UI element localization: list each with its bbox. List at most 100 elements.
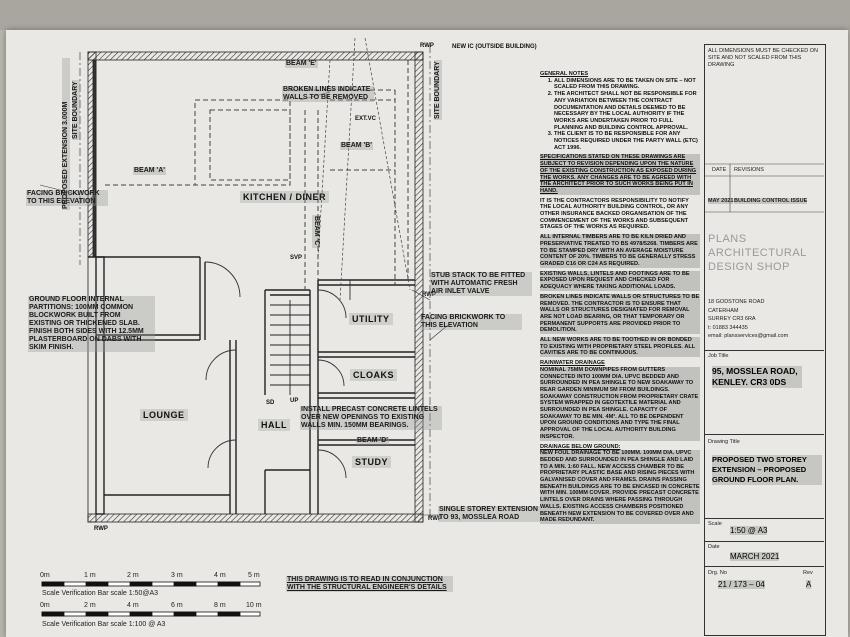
drg-label: Drg. No [708, 570, 727, 576]
beam-d-label: BEAM 'D' [356, 437, 389, 445]
internal-walls [88, 256, 415, 515]
room-kitchen-diner: KITCHEN / DINER [240, 191, 330, 203]
room-hall: HALL [258, 419, 290, 431]
address-line: CATERHAM [708, 307, 739, 314]
removed-walls [105, 60, 409, 290]
external-walls [87, 51, 424, 523]
drawing-sheet [6, 30, 848, 637]
stub-stack-note: STUB STACK TO BE FITTED WITH AUTOMATIC F… [430, 272, 532, 296]
job-title-label: Job Title [708, 353, 729, 359]
beam-c-label: BEAM 'C' [312, 215, 320, 248]
drainage-heading: DRAINAGE BELOW GROUND: [540, 443, 621, 450]
room-study: STUDY [352, 456, 392, 468]
scale-box [704, 518, 824, 519]
drainage-lines [317, 37, 411, 301]
title-block-lines [704, 163, 824, 213]
rainwater-note: NOMINAL 75mm DOWNPIPES FROM GUTTERS CONN… [540, 366, 700, 441]
date-value: MARCH 2021 [730, 552, 780, 561]
partitions-note: GROUND FLOOR INTERNAL PARTITIONS: 100mm … [28, 296, 155, 352]
scale2-tick: 0m [40, 602, 50, 609]
address-line: SURREY CR3 6RA [708, 316, 756, 322]
general-note-item: THE CLIENT IS TO BE RESPONSIBLE FOR ANY … [554, 131, 700, 151]
drawing-title-label: Drawing Title [708, 439, 740, 445]
door-swings [204, 261, 351, 479]
scale-bar-1 [41, 581, 261, 587]
dims-note: ALL DIMENSIONS MUST BE CHECKED ON SITE A… [708, 48, 819, 68]
firm-address: 18 GODSTONE ROAD CATERHAM SURREY CR3 6RA… [708, 298, 788, 341]
drawing-title-box [704, 434, 824, 435]
room-cloaks: CLOAKS [350, 369, 397, 381]
scale1-tick: 5 m [248, 572, 260, 579]
revisions-header: REVISIONS [734, 167, 764, 173]
svp-label: SVP [290, 255, 303, 261]
scale1-tick: 0m [40, 572, 50, 579]
scale2-tick: 2 m [84, 602, 96, 609]
beam-b-label: BEAM 'B' [340, 142, 373, 150]
rev-value: A [806, 580, 812, 589]
single-storey-note: SINGLE STOREY EXTENSION TO 93, MOSSLEA R… [438, 506, 540, 522]
beam-e-label: BEAM 'E' [285, 60, 318, 68]
date-box [704, 541, 824, 542]
date-header: DATE [712, 167, 727, 173]
scale-label: Scale [708, 521, 722, 527]
extvc-label: EXT.VC [355, 116, 377, 122]
facing-brickwork-left: FACING BRICKWORK TO THIS ELEVATION [26, 190, 108, 206]
job-title: 95, MOSSLEA ROAD, KENLEY. CR3 0DS [712, 366, 802, 388]
leader-lines [39, 91, 449, 516]
scale1-tick: 1 m [84, 572, 96, 579]
room-lounge: LOUNGE [140, 409, 188, 421]
site-boundary-left: SITE BOUNDARY [72, 80, 80, 140]
photo-background [0, 0, 850, 30]
specifications-note: SPECIFICATIONS STATED ON THESE DRAWINGS … [540, 154, 700, 195]
scale2-tick: 4 m [127, 602, 139, 609]
rwp-label: RWP [420, 43, 434, 49]
scale2-caption: Scale Verification Bar scale 1:100 @ A3 [42, 621, 166, 628]
title-block [704, 44, 826, 636]
notes-column: GENERAL NOTES ALL DIMENSIONS ARE TO BE T… [540, 68, 700, 628]
general-note-item: ALL DIMENSIONS ARE TO BE TAKEN ON SITE –… [554, 78, 700, 91]
contractor-note: IT IS THE CONTRACTORS RESPONSIBILITY TO … [540, 197, 689, 231]
staircase [270, 300, 310, 395]
facing-brickwork-right: FACING BRICKWORK TO THIS ELEVATION [420, 314, 522, 330]
scale2-tick: 10 m [246, 602, 262, 609]
scale-bar-2 [41, 611, 261, 617]
new-ic-note: NEW IC (OUTSIDE BUILDING) [452, 44, 537, 50]
scale-value: 1:50 @ A3 [730, 526, 768, 535]
drg-number: 21 / 173 – 04 [718, 580, 765, 589]
date-label: Date [708, 544, 720, 550]
broken-lines-note: BROKEN LINES INDICATE WALLS OR STRUCTURE… [540, 293, 700, 335]
address-line: 18 GODSTONE ROAD [708, 299, 765, 305]
general-note-item: THE ARCHITECT SHALL NOT BE RESPONSIBLE F… [554, 91, 700, 131]
stair-up-label: UP [290, 398, 299, 404]
room-utility: UTILITY [349, 313, 393, 325]
proposed-extension-label: PROPOSED EXTENSION 3.000m [62, 58, 70, 210]
address-line: t: 01883 344435 [708, 324, 748, 331]
stair-sd-label: SD [266, 400, 275, 406]
rwp-label: RWP [422, 292, 436, 298]
rev-label: Rev [803, 570, 813, 576]
scale1-tick: 3 m [171, 572, 183, 579]
job-title-box [704, 350, 824, 351]
scale1-tick: 2 m [127, 572, 139, 579]
general-notes-list: ALL DIMENSIONS ARE TO BE TAKEN ON SITE –… [540, 78, 700, 152]
scale1-caption: Scale Verification Bar scale 1:50@A3 [42, 590, 159, 597]
drawing-title: PROPOSED TWO STOREY EXTENSION – PROPOSED… [712, 455, 822, 485]
drainage-note: NEW FOUL DRAINAGE TO BE 100mm. 100mm DIA… [540, 450, 700, 524]
revision-text: BUILDING CONTROL ISSUE [734, 198, 808, 204]
rwp-label: RWP [94, 526, 108, 532]
timbers-note: ALL INTERNAL TIMBERS ARE TO BE KILN DRIE… [540, 234, 700, 268]
site-boundary-right: SITE BOUNDARY [434, 60, 442, 120]
general-notes-heading: GENERAL NOTES [540, 71, 589, 77]
scale1-tick: 4 m [214, 572, 226, 579]
drg-box [704, 566, 824, 567]
existing-walls-note: EXISTING WALLS, LINTELS AND FOOTINGS ARE… [540, 270, 700, 291]
conjunction-note: THIS DRAWING IS TO READ IN CONJUNCTION W… [286, 576, 453, 592]
scale2-tick: 8 m [214, 602, 226, 609]
new-works-note: ALL NEW WORKS ARE TO BE TOOTHED IN OR BO… [540, 337, 700, 358]
site-boundaries [79, 45, 431, 520]
revision-date: MAY 2021 [708, 198, 734, 204]
rainwater-heading: RAINWATER DRAINAGE [540, 360, 605, 367]
firm-logo: PLANS ARCHITECTURAL DESIGN SHOP [708, 233, 807, 273]
address-line: email: plansservices@gmail.com [708, 333, 789, 339]
